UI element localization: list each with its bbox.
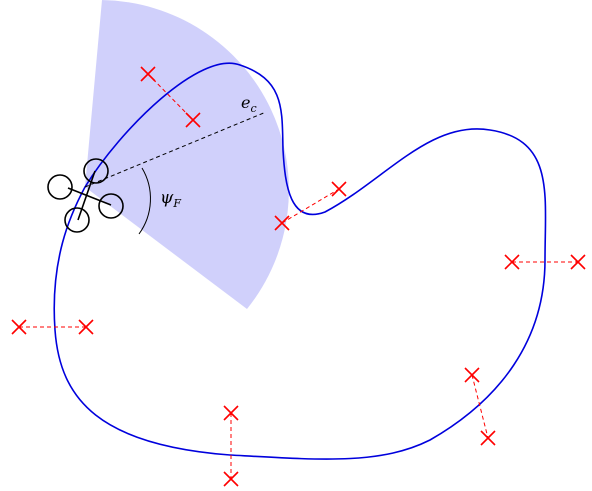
field-of-view-sector — [85, 0, 289, 309]
camera-axis-line — [84, 111, 267, 188]
fov-angle-arc — [138, 167, 151, 235]
gate-4 — [464, 367, 496, 446]
fov-angle-label: ψF — [160, 188, 181, 210]
gate-6 — [11, 319, 94, 335]
gates — [11, 66, 586, 487]
gate-1 — [140, 66, 201, 128]
race-track-path — [53, 62, 547, 460]
drone-icon — [47, 158, 124, 233]
camera-axis-label: ec — [241, 93, 257, 115]
gate-3 — [504, 254, 586, 270]
gate-2 — [274, 181, 347, 231]
gate-5 — [223, 405, 239, 487]
